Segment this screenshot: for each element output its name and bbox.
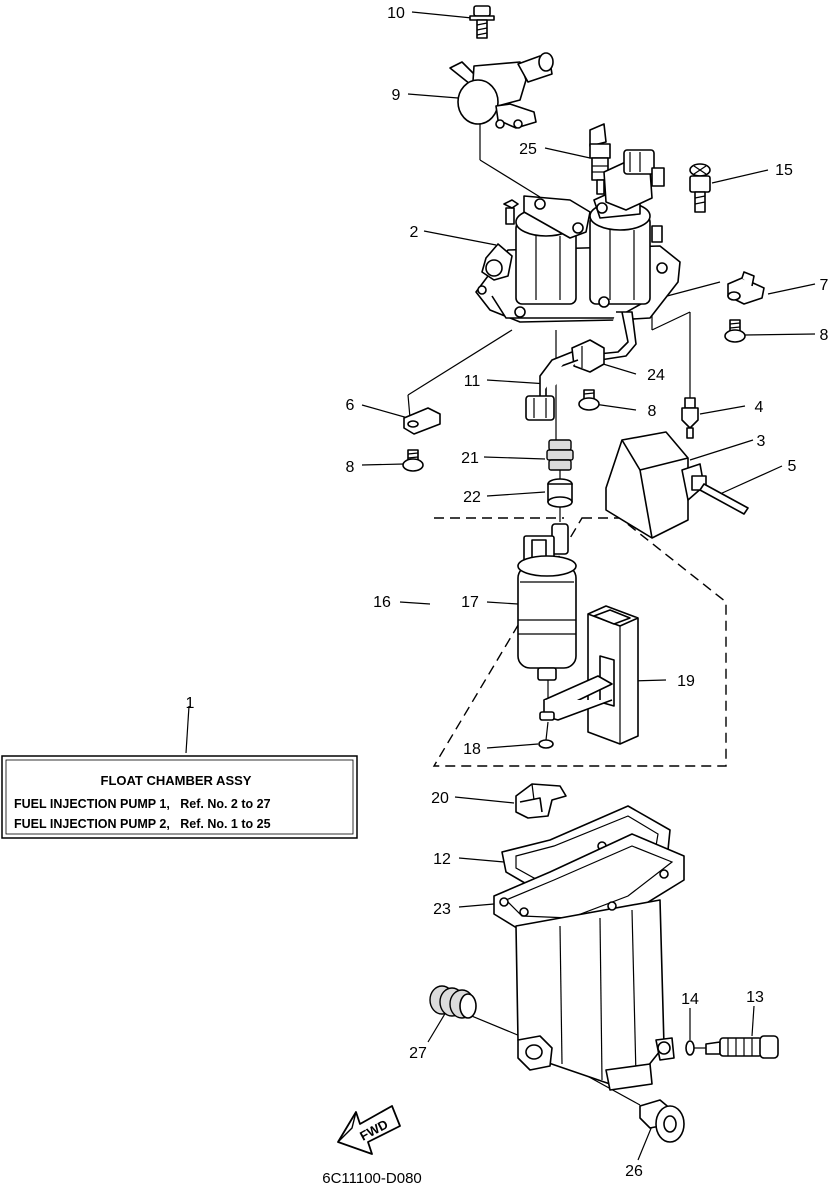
callout-1: 1 — [186, 695, 195, 712]
callout-26: 26 — [625, 1163, 643, 1180]
callout-9: 9 — [392, 87, 401, 104]
fuel-pump-17 — [517, 523, 577, 681]
callout-14: 14 — [681, 991, 699, 1008]
callout-19: 19 — [677, 673, 695, 690]
callout-13: 13 — [746, 989, 764, 1006]
plug-27 — [429, 985, 477, 1019]
retainer-20 — [515, 783, 567, 819]
drawing-code: 6C11100-D080 — [322, 1170, 422, 1187]
pressure-regulator-9 — [449, 52, 554, 129]
assembly-info-box: FLOAT CHAMBER ASSY FUEL INJECTION PUMP 1… — [1, 755, 358, 839]
callout-25: 25 — [519, 141, 537, 158]
callout-24: 24 — [647, 367, 665, 384]
sensor-25 — [589, 123, 611, 195]
callout-22: 22 — [463, 489, 481, 506]
leader-lines — [185, 11, 816, 1161]
callout-3: 3 — [757, 433, 766, 450]
callout-23: 23 — [433, 901, 451, 918]
callout-17: 17 — [461, 594, 479, 611]
o-ring-14 — [685, 1040, 695, 1056]
callout-8-mid: 8 — [648, 403, 657, 420]
callout-2: 2 — [410, 224, 419, 241]
callout-12: 12 — [433, 851, 451, 868]
callout-27: 27 — [409, 1045, 427, 1062]
callout-16: 16 — [373, 594, 391, 611]
seal-22 — [547, 478, 573, 508]
assembly-box-line1: FUEL INJECTION PUMP 1, Ref. No. 2 to 27 — [14, 797, 271, 811]
bracket-6 — [403, 407, 441, 435]
bolt-10 — [469, 5, 495, 39]
float-chamber-23 — [493, 833, 685, 1091]
bolt-15 — [689, 163, 711, 213]
grommet-21 — [546, 439, 574, 471]
cover-3 — [605, 431, 705, 539]
callout-5: 5 — [788, 458, 797, 475]
callout-labels: 1 10 9 25 15 2 7 8 24 11 8 4 6 3 21 5 8 … — [186, 5, 829, 1180]
callout-18: 18 — [463, 741, 481, 758]
fitting-4 — [681, 397, 699, 439]
clip-7 — [727, 271, 765, 305]
callout-20: 20 — [431, 790, 449, 807]
assembly-box-line2: FUEL INJECTION PUMP 2, Ref. No. 1 to 25 — [14, 817, 271, 831]
callout-8-left: 8 — [346, 459, 355, 476]
callout-21: 21 — [461, 450, 479, 467]
callout-8-right: 8 — [820, 327, 829, 344]
fwd-arrow-icon: FWD — [337, 1105, 401, 1155]
clamp-24 — [571, 339, 605, 373]
clip-18 — [538, 711, 555, 749]
assembly-box-title: FLOAT CHAMBER ASSY — [101, 773, 252, 788]
knob-26 — [639, 1099, 685, 1143]
callout-11: 11 — [464, 373, 481, 390]
callout-6: 6 — [346, 397, 355, 414]
filter-19 — [543, 605, 639, 745]
screw-8-right — [724, 319, 746, 343]
pump-body-2 — [475, 149, 681, 361]
drain-screw-13 — [705, 1035, 779, 1059]
wire-harness-11 — [525, 351, 579, 421]
callout-4: 4 — [755, 399, 764, 416]
callout-15: 15 — [775, 162, 793, 179]
screw-8-mid — [578, 389, 600, 411]
callout-7: 7 — [820, 277, 829, 294]
pin-5 — [691, 475, 749, 515]
callout-10: 10 — [387, 5, 405, 22]
screw-8-left — [402, 449, 424, 472]
pump-assembly-boundary — [432, 517, 727, 767]
